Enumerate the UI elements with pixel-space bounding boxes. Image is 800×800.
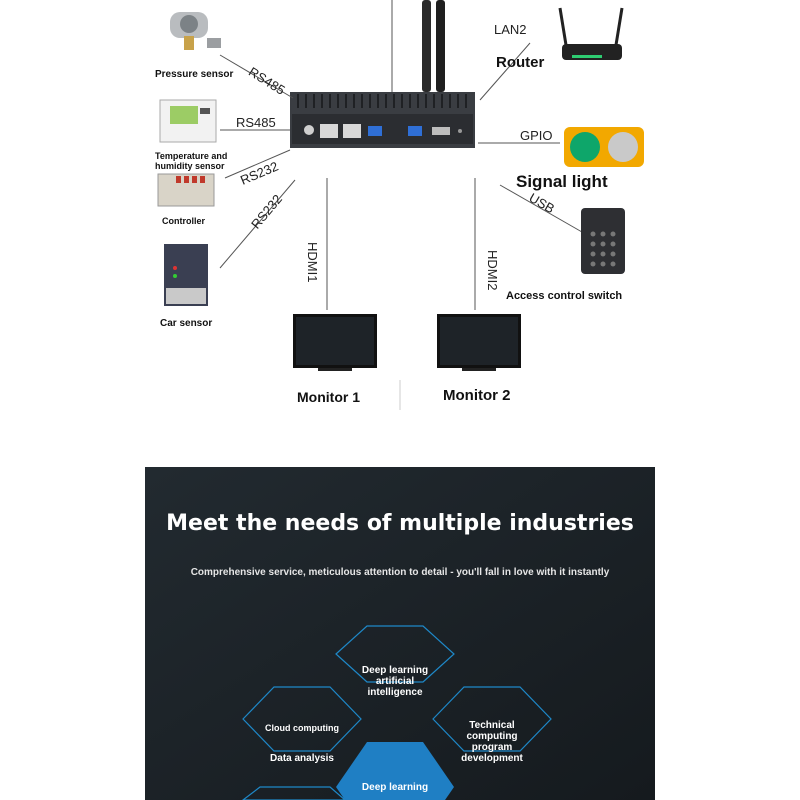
controller-label: Controller — [162, 216, 206, 226]
hexagon-grid — [145, 467, 655, 800]
monitor-2-icon — [437, 314, 521, 371]
monitor-2-label: Monitor 2 — [443, 387, 511, 404]
hexagon-cloud-computing — [242, 686, 362, 752]
hex-text-line: development — [461, 753, 523, 764]
temp-sensor-label-line1: Temperature and — [155, 151, 228, 161]
hexagon-bottom-left — [242, 786, 346, 800]
hex-cloud-computing-text: Cloud computing — [265, 723, 339, 733]
monitor-1-label: Monitor 1 — [297, 389, 360, 405]
hex-text-line: intelligence — [367, 687, 423, 698]
temperature-humidity-sensor-icon — [159, 99, 217, 143]
hex-deep-learning-ai-text: Deep learning artificial intelligence — [345, 665, 445, 698]
pressure-sensor-label: Pressure sensor — [155, 69, 234, 80]
signal-light-icon — [564, 127, 644, 167]
access-control-icon — [581, 208, 625, 274]
industries-panel: Meet the needs of multiple industries Co… — [145, 467, 655, 800]
hex-text-line: Technical — [469, 720, 515, 731]
car-sensor-icon — [164, 244, 208, 306]
hexagon-deep-learning-ai — [335, 625, 455, 683]
hexagon-deep-learning-active — [336, 742, 454, 800]
hex-deep-learning-text: Deep learning — [361, 782, 429, 793]
hex-technical-text: Technical computing program development — [442, 720, 542, 764]
hex-text-line: Deep learning — [361, 665, 429, 676]
gpio-label: GPIO — [520, 128, 553, 143]
connection-lines — [157, 0, 644, 410]
hdmi1-label: HDMI1 — [305, 242, 320, 283]
access-control-label: Access control switch — [506, 290, 623, 302]
hex-text-line: artificial — [375, 676, 415, 687]
monitor-1-icon — [293, 314, 377, 371]
rs485-label: RS485 — [236, 115, 276, 130]
controller-icon — [157, 173, 215, 207]
pressure-sensor-icon — [170, 12, 221, 50]
industries-subtitle: Comprehensive service, meticulous attent… — [190, 567, 610, 578]
lan2-label: LAN2 — [494, 22, 527, 37]
hex-text-line: computing — [466, 731, 518, 742]
hdmi2-label: HDMI2 — [485, 250, 500, 291]
mini-pc-device — [290, 92, 475, 148]
antenna-icon — [422, 0, 445, 92]
router-icon — [558, 7, 624, 60]
temp-sensor-label-line2: humidity sensor — [155, 161, 225, 171]
router-label: Router — [496, 54, 545, 71]
hexagon-technical-computing — [432, 686, 552, 752]
signal-light-label: Signal light — [516, 172, 608, 191]
hex-text-line: program — [471, 742, 513, 753]
industries-title: Meet the needs of multiple industries — [166, 511, 634, 536]
hex-data-analysis-text: Data analysis — [270, 753, 334, 764]
car-sensor-label: Car sensor — [160, 318, 213, 329]
